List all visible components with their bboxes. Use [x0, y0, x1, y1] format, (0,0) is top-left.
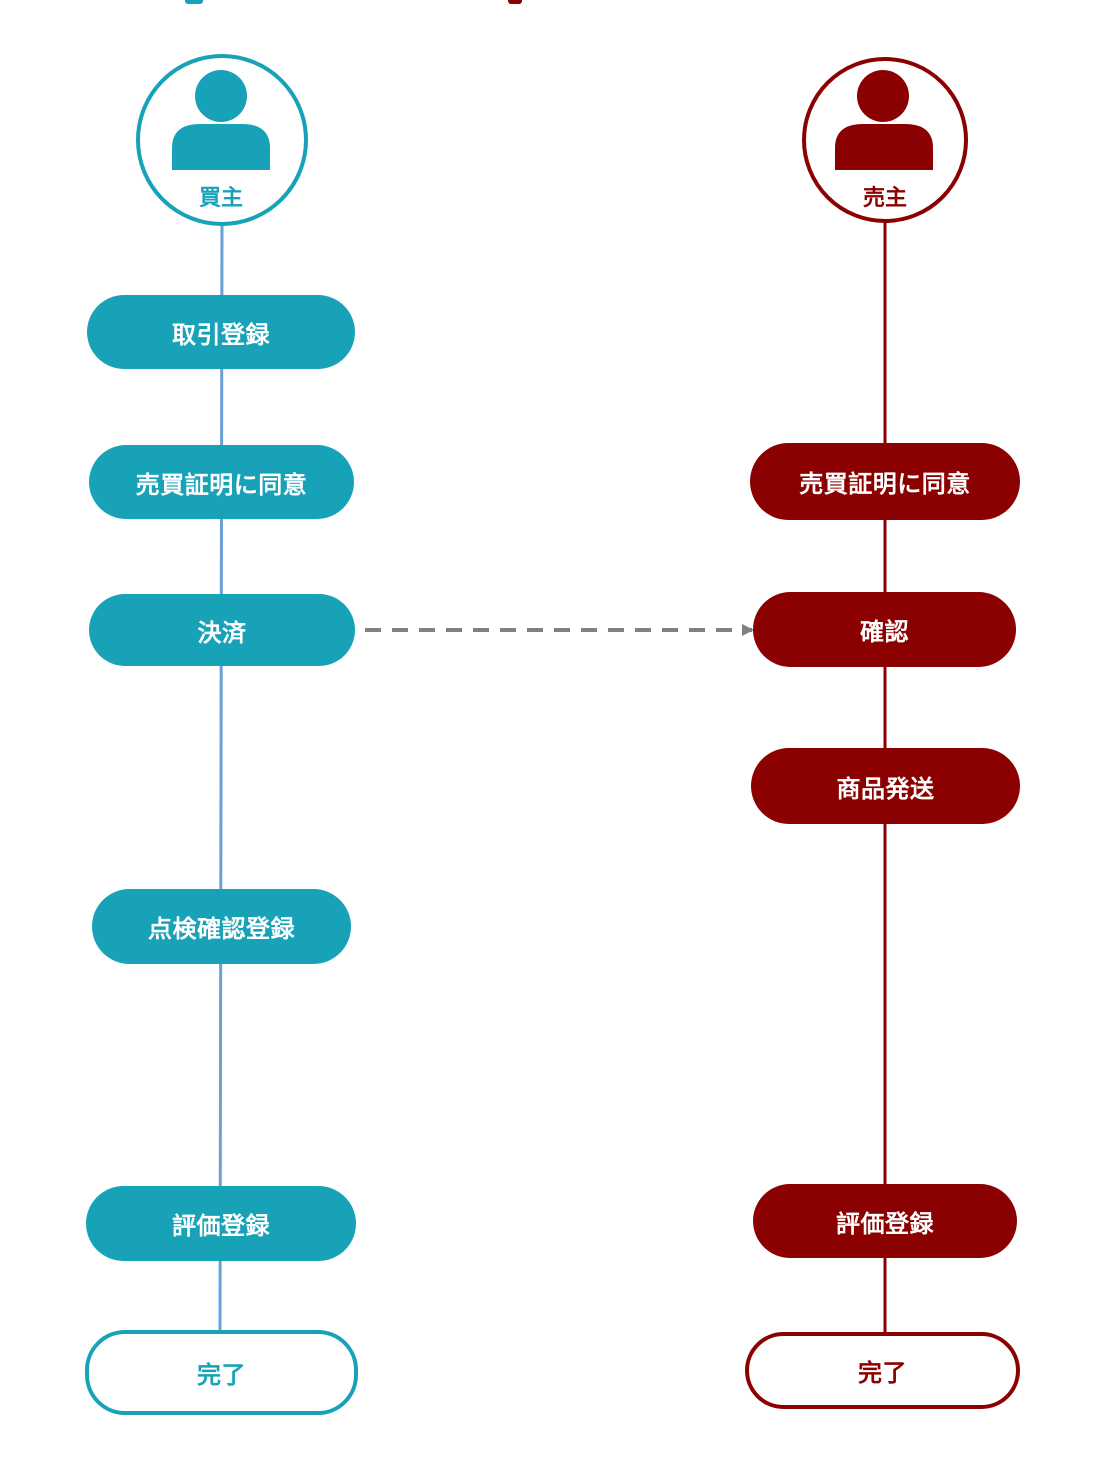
buyer-label: 買主 — [198, 186, 243, 211]
buyer-step-agree-certificate[interactable]: 売買証明に同意 — [89, 445, 354, 519]
buyer-end-complete[interactable]: 完了 — [85, 1330, 358, 1415]
seller-step-agree-certificate[interactable]: 売買証明に同意 — [750, 443, 1020, 520]
buyer-person-icon — [172, 70, 270, 170]
seller-actor — [802, 57, 968, 223]
seller-label: 売主 — [862, 186, 907, 211]
seller-step-rating-register[interactable]: 評価登録 — [753, 1184, 1017, 1258]
seller-end-complete[interactable]: 完了 — [745, 1332, 1020, 1409]
buyer-step-register-deal[interactable]: 取引登録 — [87, 295, 355, 369]
buyer-step-rating-register[interactable]: 評価登録 — [86, 1186, 356, 1261]
seller-person-icon — [835, 70, 933, 170]
buyer-step-payment[interactable]: 決済 — [89, 594, 355, 666]
buyer-step-inspection-register[interactable]: 点検確認登録 — [92, 889, 351, 964]
top-mark-blue — [185, 0, 203, 4]
seller-step-confirm[interactable]: 確認 — [753, 592, 1016, 667]
buyer-actor — [136, 54, 308, 226]
seller-step-ship-goods[interactable]: 商品発送 — [751, 748, 1020, 824]
top-mark-red — [508, 0, 522, 4]
buyer-lifeline — [218, 221, 224, 1336]
